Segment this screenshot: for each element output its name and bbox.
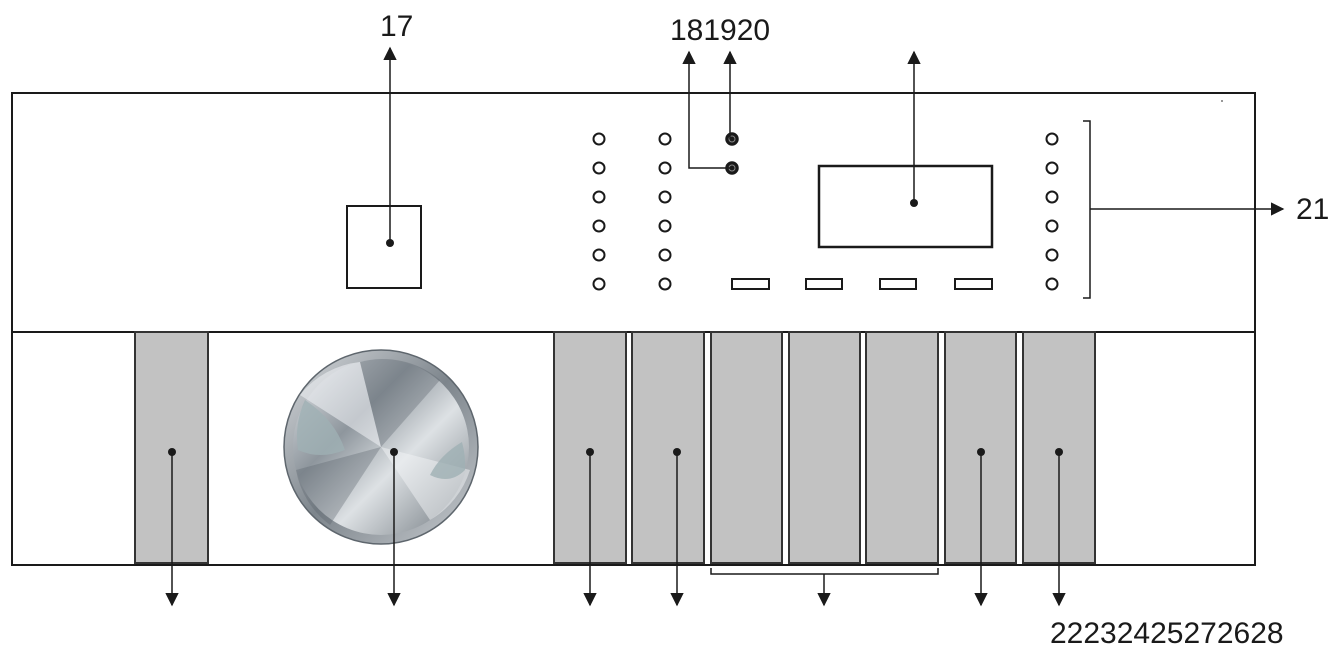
slot-buttons	[731, 278, 993, 290]
label-181920: 181920	[670, 14, 770, 47]
panel-key-5	[788, 331, 861, 564]
rotary-knob-sheen	[300, 362, 381, 447]
indicator-lamp	[658, 248, 672, 262]
indicator-lamp	[658, 132, 672, 146]
indicator-lamp	[1045, 161, 1059, 175]
indicator-column-1	[592, 132, 606, 291]
indicator-lamp	[592, 277, 606, 291]
label-17: 17	[380, 10, 413, 43]
lower-leader-dots	[168, 448, 1063, 456]
stray-mark	[1221, 100, 1223, 102]
rotary-knob-grip-right	[430, 442, 466, 479]
indicator-lamp	[592, 190, 606, 204]
small-display-square	[346, 205, 422, 289]
leader-18	[682, 50, 730, 169]
slot-button	[805, 278, 843, 290]
lower-leaders	[165, 452, 1066, 607]
indicator-lamp	[592, 248, 606, 262]
indicator-lamp	[1045, 132, 1059, 146]
slot-button	[731, 278, 770, 290]
panel-key-3	[631, 331, 705, 564]
panel-keys	[134, 331, 1096, 564]
indicator-lamp	[592, 132, 606, 146]
slot-button	[879, 278, 917, 290]
indicator-lamp	[658, 190, 672, 204]
indicator-lamp	[1045, 219, 1059, 233]
panel-key-6	[865, 331, 939, 564]
rotary-knob-grip-left	[296, 400, 345, 455]
rotary-knob-shadow	[296, 447, 381, 525]
indicator-lamp	[1045, 190, 1059, 204]
label-bottom-sequence: 22232425272628	[1050, 617, 1284, 650]
bracket-26	[710, 568, 939, 575]
filled-indicator-lamp-upper	[725, 132, 739, 146]
indicator-lamp	[1045, 277, 1059, 291]
indicator-column-2	[658, 132, 672, 291]
label-21: 21	[1296, 193, 1329, 226]
indicator-lamp	[658, 161, 672, 175]
rotary-knob	[283, 349, 479, 545]
indicator-lamp	[658, 219, 672, 233]
panel-key-4	[710, 331, 783, 564]
indicator-column-3	[1045, 132, 1059, 291]
indicator-lamp	[1045, 248, 1059, 262]
indicator-lamp	[658, 277, 672, 291]
slot-button	[954, 278, 993, 290]
filled-indicator-lamp-upper-ring	[728, 135, 736, 143]
main-display	[817, 164, 994, 249]
indicator-lamp	[592, 219, 606, 233]
rotary-knob-shadow	[360, 358, 440, 447]
indicator-lamp	[592, 161, 606, 175]
